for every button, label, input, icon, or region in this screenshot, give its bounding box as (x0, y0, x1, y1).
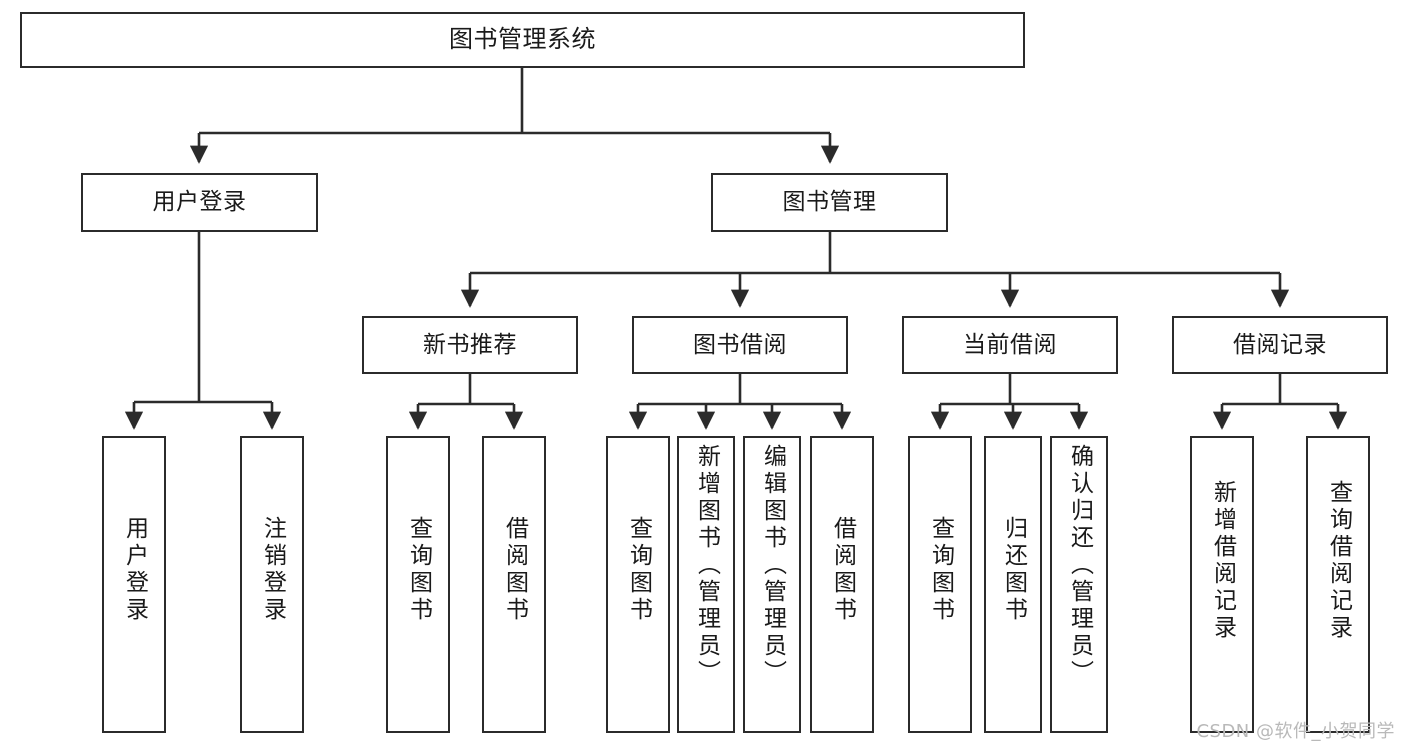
node-leaf-borrow-book[interactable]: 借阅图书 (810, 436, 874, 733)
node-leaf-query-book-current[interactable]: 查询图书 (908, 436, 972, 733)
node-leaf-query-book-borrow[interactable]: 查询图书 (606, 436, 670, 733)
node-leaf-query-borrow-record-label: 查询借阅记录 (1325, 480, 1352, 642)
node-root-label: 图书管理系统 (449, 25, 596, 54)
node-leaf-query-book-new[interactable]: 查询图书 (386, 436, 450, 733)
node-new-book-recommend[interactable]: 新书推荐 (362, 316, 578, 374)
node-current-borrow[interactable]: 当前借阅 (902, 316, 1118, 374)
node-leaf-edit-book-admin-label: 编辑图书（管理员） (759, 444, 786, 687)
edge-current-borrow-children (930, 374, 1089, 430)
node-borrow-record-label: 借阅记录 (1233, 331, 1327, 358)
edge-borrow-record-children (1212, 374, 1348, 430)
edge-book-borrow-children (628, 374, 852, 430)
node-leaf-query-book-borrow-label: 查询图书 (625, 516, 652, 624)
node-leaf-borrow-book-label: 借阅图书 (829, 516, 856, 624)
node-leaf-query-book-new-label: 查询图书 (405, 516, 432, 624)
node-book-borrow[interactable]: 图书借阅 (632, 316, 848, 374)
node-leaf-confirm-return-admin-label: 确认归还（管理员） (1066, 444, 1093, 687)
node-leaf-return-book-label: 归还图书 (1000, 516, 1027, 624)
edge-book-management-children (460, 232, 1290, 308)
node-book-borrow-label: 图书借阅 (693, 331, 787, 358)
node-root[interactable]: 图书管理系统 (20, 12, 1025, 68)
edge-user-login-children (124, 232, 282, 430)
node-leaf-add-book-admin[interactable]: 新增图书（管理员） (677, 436, 735, 733)
node-leaf-user-logout-label: 注销登录 (259, 516, 286, 624)
node-leaf-add-book-admin-label: 新增图书（管理员） (693, 444, 720, 687)
node-leaf-add-borrow-record[interactable]: 新增借阅记录 (1190, 436, 1254, 733)
node-leaf-user-login-label: 用户登录 (121, 516, 148, 624)
node-new-book-recommend-label: 新书推荐 (423, 331, 517, 358)
edge-new-book-recommend-children (408, 374, 524, 430)
edge-root-bus (189, 68, 840, 164)
node-leaf-add-borrow-record-label: 新增借阅记录 (1209, 480, 1236, 642)
node-leaf-user-login[interactable]: 用户登录 (102, 436, 166, 733)
node-book-management-label: 图书管理 (782, 189, 877, 216)
node-current-borrow-label: 当前借阅 (963, 331, 1057, 358)
node-borrow-record[interactable]: 借阅记录 (1172, 316, 1388, 374)
node-leaf-query-book-current-label: 查询图书 (927, 516, 954, 624)
node-leaf-confirm-return-admin[interactable]: 确认归还（管理员） (1050, 436, 1108, 733)
node-user-login[interactable]: 用户登录 (81, 173, 318, 232)
node-leaf-borrow-book-new-label: 借阅图书 (501, 516, 528, 624)
node-user-login-label: 用户登录 (152, 189, 247, 216)
watermark: CSDN @软件_小贺同学 (1196, 721, 1395, 742)
node-book-management[interactable]: 图书管理 (711, 173, 948, 232)
node-leaf-edit-book-admin[interactable]: 编辑图书（管理员） (743, 436, 801, 733)
node-leaf-return-book[interactable]: 归还图书 (984, 436, 1042, 733)
node-leaf-query-borrow-record[interactable]: 查询借阅记录 (1306, 436, 1370, 733)
node-leaf-user-logout[interactable]: 注销登录 (240, 436, 304, 733)
node-leaf-borrow-book-new[interactable]: 借阅图书 (482, 436, 546, 733)
